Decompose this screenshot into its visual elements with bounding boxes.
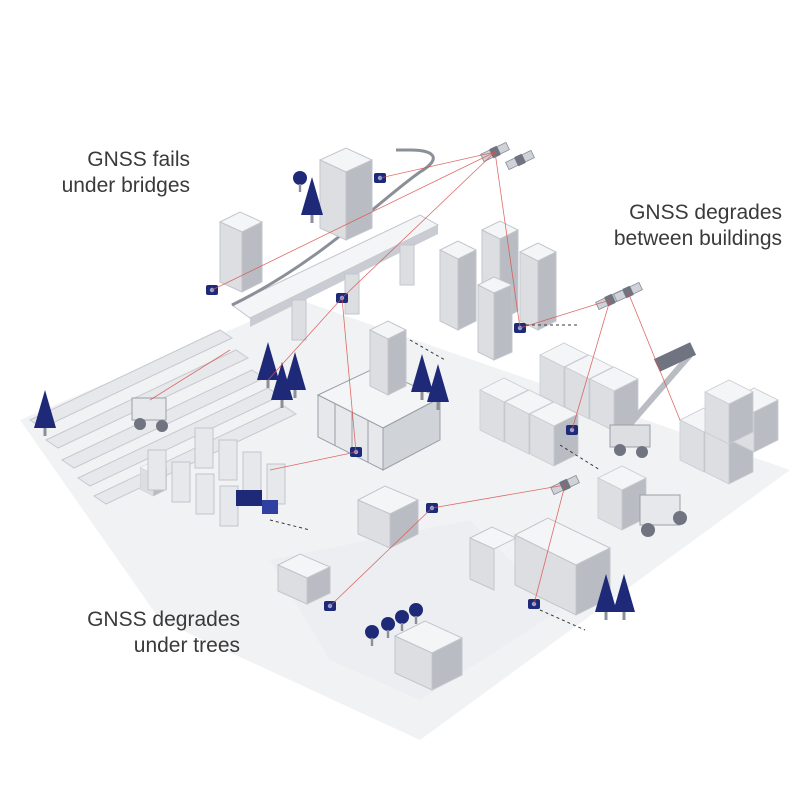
caption-buildings-line1: GNSS degrades xyxy=(629,201,782,224)
building-center xyxy=(368,320,408,396)
caption-trees-line2: under trees xyxy=(133,634,240,657)
small-house-left xyxy=(276,553,332,605)
movement-arrows xyxy=(269,324,601,631)
caption-trees-line1: GNSS degrades xyxy=(87,608,240,631)
signal-lines xyxy=(149,151,681,607)
office-tower-left xyxy=(218,211,264,293)
small-house-bottom xyxy=(393,620,464,691)
tractor xyxy=(131,397,168,432)
office-tower-bridge xyxy=(318,147,374,241)
caption-trees: GNSS degrades under trees xyxy=(40,607,240,659)
reach-stacker xyxy=(609,342,697,458)
vehicle-icon xyxy=(236,490,278,514)
caption-bridges-line1: GNSS fails xyxy=(87,148,190,171)
container-south xyxy=(597,465,647,531)
elevated-bridge xyxy=(231,148,440,341)
glass-building xyxy=(316,367,442,471)
caption-bridges: GNSS fails under bridges xyxy=(40,147,190,199)
caption-buildings: GNSS degrades between buildings xyxy=(560,200,782,252)
caption-bridges-line2: under bridges xyxy=(61,174,190,197)
forklift xyxy=(639,494,687,537)
city-towers xyxy=(438,220,558,361)
orchard-blocks xyxy=(140,427,286,527)
house-south xyxy=(468,526,518,591)
shop-building xyxy=(356,485,420,549)
caption-buildings-line2: between buildings xyxy=(613,227,782,250)
